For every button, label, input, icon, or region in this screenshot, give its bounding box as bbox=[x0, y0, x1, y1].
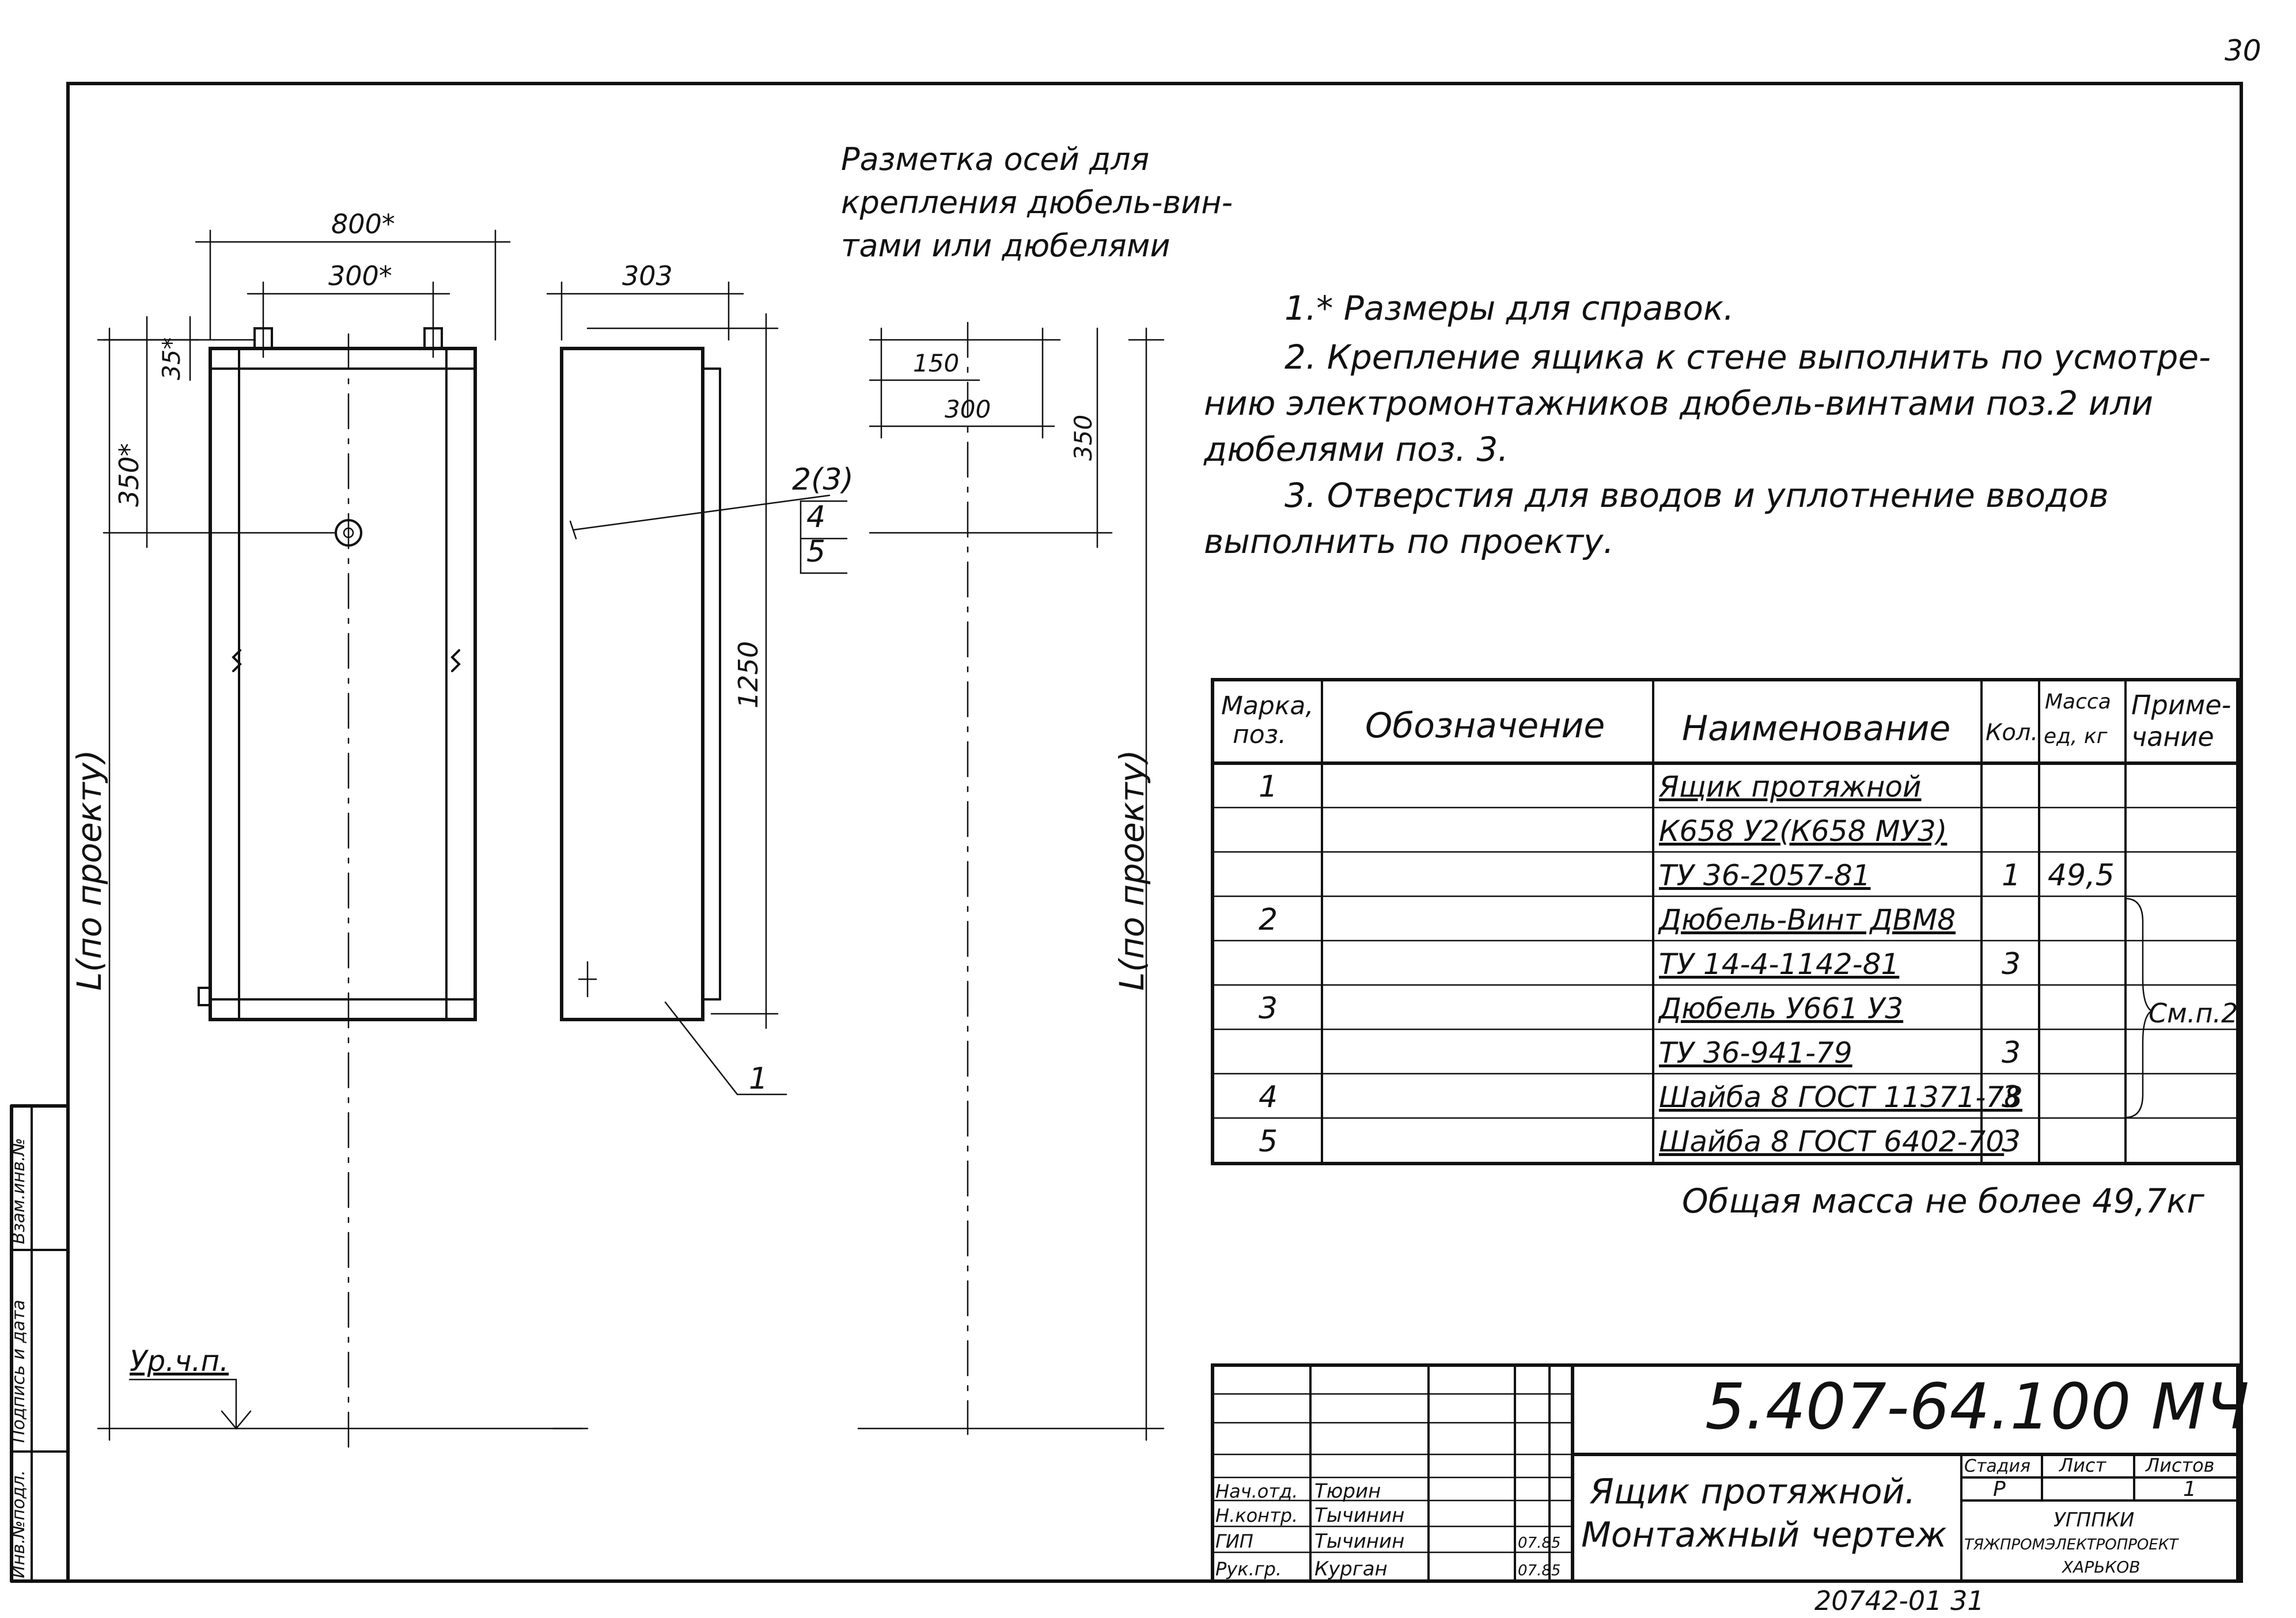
mounting-lug-left bbox=[253, 321, 273, 358]
dim-L-right: L(по проекту) bbox=[1112, 750, 1151, 991]
title-block: 5.407-64.100 МЧ Ящик протяжной. Монтажны… bbox=[1211, 1363, 2249, 1583]
specification-table: Марка, поз. Обозначение Наименование Кол… bbox=[1211, 678, 2240, 1165]
signer-role: Н.контр. bbox=[1215, 1505, 1298, 1526]
side-stamp-inv: Инв.№подл. bbox=[9, 1470, 29, 1578]
bracket-note: См.п.2 bbox=[2149, 998, 2238, 1029]
note-line6: выполнить по проекту. bbox=[1204, 522, 1614, 561]
note-line4: дюбелями поз. 3. bbox=[1203, 430, 1509, 469]
spec-row-name: ТУ 14-4-1142-81 bbox=[1659, 948, 1899, 981]
spec-row-qty: 1 bbox=[2002, 858, 2021, 893]
spec-row-mark: 5 bbox=[1259, 1124, 1278, 1159]
spec-row-mark: 2 bbox=[1259, 903, 1278, 937]
page-number: 30 bbox=[2225, 34, 2261, 67]
doc-code: 5.407-64.100 МЧ bbox=[1705, 1370, 2249, 1443]
front-dimensions: 800* 300* 35* 350* L(по проекту) Ур.ч.п. bbox=[70, 209, 583, 1441]
total-mass: Общая масса не более 49,7кг bbox=[1682, 1181, 2204, 1221]
org-line1: УГППКИ bbox=[2053, 1509, 2134, 1532]
callout-4: 4 bbox=[806, 500, 825, 535]
hdr-note-1: Приме- bbox=[2131, 689, 2231, 721]
dim-150: 150 bbox=[913, 349, 959, 377]
general-notes: 1.* Размеры для справок. 2. Крепление ящ… bbox=[1203, 289, 2211, 561]
hdr-note-2: чание bbox=[2131, 721, 2214, 752]
hdr-mark-1: Марка, bbox=[1221, 691, 1313, 721]
callout-2-3: 2(3) bbox=[792, 463, 854, 497]
dim-303: 303 bbox=[622, 260, 673, 291]
signer-role: ГИП bbox=[1215, 1530, 1253, 1552]
front-view bbox=[198, 321, 477, 1453]
spec-row-name: Шайба 8 ГОСТ 6402-70 bbox=[1659, 1125, 2004, 1158]
signer-name: Тюрин bbox=[1314, 1480, 1381, 1503]
note-line3: нию электромонтажников дюбель-винтами по… bbox=[1204, 384, 2153, 423]
side-stamp: Инв.№подл. Подпись и дата Взам.инв.№ bbox=[9, 1138, 29, 1578]
org-line3: ХАРЬКОВ bbox=[2061, 1558, 2140, 1577]
signer-name: Курган bbox=[1314, 1558, 1388, 1581]
hdr-mass-2: ед, кг bbox=[2044, 725, 2108, 748]
spec-row-qty: 3 bbox=[2002, 1124, 2021, 1159]
dim-800: 800* bbox=[331, 209, 395, 240]
axis-marking-view: Разметка осей для крепления дюбель-вин- … bbox=[841, 141, 1233, 1441]
spec-row-mark: 1 bbox=[1259, 770, 1278, 804]
sheets-header: Листов bbox=[2145, 1454, 2215, 1476]
side-stamp-replace: Взам.инв.№ bbox=[9, 1138, 29, 1244]
side-dimensions: 303 1250 2(3) 4 5 1 bbox=[546, 260, 854, 1430]
hdr-designation: Обозначение bbox=[1365, 706, 1605, 746]
dim-350-ref: 350* bbox=[113, 443, 145, 507]
hdr-mass-1: Масса bbox=[2045, 690, 2111, 714]
spec-row-name: Дюбель-Винт ДВМ8 bbox=[1658, 903, 1956, 937]
dim-1250: 1250 bbox=[733, 641, 764, 708]
spec-row-qty: 3 bbox=[2002, 1080, 2021, 1115]
callout-5: 5 bbox=[806, 535, 825, 569]
sheets-value: 1 bbox=[2183, 1477, 2196, 1501]
spec-row-mass: 49,5 bbox=[2048, 858, 2115, 893]
signer-name: Тычинин bbox=[1314, 1504, 1404, 1527]
spec-row-name: К658 У2(К658 МУ3) bbox=[1659, 814, 1947, 848]
bottom-code: 20742-01 31 bbox=[1814, 1585, 1984, 1616]
hdr-mark-2: поз. bbox=[1233, 720, 1286, 749]
spec-row-name: Шайба 8 ГОСТ 11371-78 bbox=[1659, 1081, 2022, 1114]
doc-title-2: Монтажный чертеж bbox=[1581, 1515, 1947, 1555]
spec-row-mark: 4 bbox=[1259, 1080, 1278, 1115]
hdr-qty: Кол. bbox=[1986, 719, 2038, 746]
axis-note-line2: крепления дюбель-вин- bbox=[841, 184, 1233, 221]
axis-note-line3: тами или дюбелями bbox=[841, 228, 1170, 264]
org-line2: ТЯЖПРОМЭЛЕКТРОПРОЕКТ bbox=[1964, 1536, 2179, 1553]
spec-row-name: Ящик протяжной bbox=[1658, 770, 1921, 804]
spec-row-mark: 3 bbox=[1259, 991, 1278, 1026]
stage-value: Р bbox=[1993, 1477, 2006, 1501]
spec-row-name: Дюбель У661 У3 bbox=[1658, 992, 1903, 1025]
dim-35: 35* bbox=[157, 338, 185, 380]
dim-L-left: L(по проекту) bbox=[70, 750, 109, 991]
stage-header: Стадия bbox=[1964, 1456, 2030, 1476]
signer-name: Тычинин bbox=[1314, 1530, 1404, 1553]
spec-row-name: ТУ 36-2057-81 bbox=[1659, 859, 1870, 892]
doc-title-1: Ящик протяжной. bbox=[1589, 1472, 1916, 1512]
axis-note-line1: Разметка осей для bbox=[841, 141, 1149, 177]
hdr-name: Наименование bbox=[1682, 708, 1950, 749]
floor-level: Ур.ч.п. bbox=[130, 1344, 229, 1378]
spec-row-qty: 3 bbox=[2002, 1036, 2021, 1070]
sheet-header: Лист bbox=[2059, 1454, 2106, 1476]
side-stamp-sign: Подпись и дата bbox=[9, 1300, 29, 1443]
spec-row-name: ТУ 36-941-79 bbox=[1659, 1036, 1852, 1070]
dim-300: 300* bbox=[328, 260, 392, 291]
spec-row-qty: 3 bbox=[2002, 947, 2021, 982]
side-view bbox=[560, 347, 721, 1021]
mounting-lug-right bbox=[423, 321, 443, 358]
signer-role: Нач.отд. bbox=[1215, 1480, 1298, 1502]
dim-300-axis: 300 bbox=[945, 395, 991, 423]
note-line5: 3. Отверстия для вводов и уплотнение вво… bbox=[1285, 476, 2109, 515]
note-line2: 2. Крепление ящика к стене выполнить по … bbox=[1285, 338, 2211, 377]
note-line1: 1.* Размеры для справок. bbox=[1285, 289, 1734, 328]
callout-1: 1 bbox=[749, 1062, 768, 1096]
signer-date: 07.85 bbox=[1518, 1534, 1560, 1552]
dim-350-axis: 350 bbox=[1069, 415, 1097, 461]
signer-date: 07.85 bbox=[1518, 1562, 1560, 1579]
signer-role: Рук.гр. bbox=[1215, 1558, 1282, 1580]
